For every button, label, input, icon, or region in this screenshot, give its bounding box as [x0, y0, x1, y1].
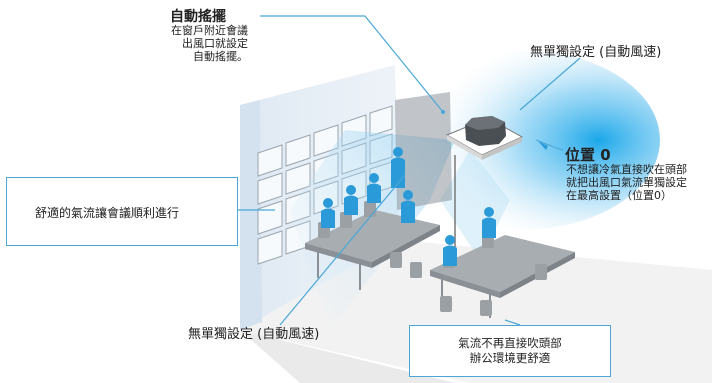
callout-line-bottom-box	[504, 319, 521, 326]
ceiling-cassette-ac-icon	[445, 116, 524, 160]
callout-line-auto-swing	[260, 15, 444, 113]
auto-swing-description: 在窗戶附近會議 出風口就設定 自動搖擺。	[171, 24, 248, 63]
no-single-setting-top-label: 無單獨設定 (自動風速)	[530, 45, 662, 60]
callout-line-no-single-bottom	[279, 174, 406, 326]
comfort-airflow-box: 舒適的氣流讓會議順利進行	[6, 177, 238, 246]
comfort-airflow-text: 舒適的氣流讓會議順利進行	[35, 206, 180, 220]
no-direct-airflow-text: 氣流不再直接吹頭部 辦公環境更舒適	[458, 336, 562, 365]
callout-line-position	[535, 139, 563, 151]
auto-swing-title: 自動搖擺	[170, 9, 226, 25]
no-direct-airflow-box: 氣流不再直接吹頭部 辦公環境更舒適	[409, 325, 611, 377]
position-description: 不想讓冷氣直接吹在頭部 就把出風口氣流單獨設定 在最高設置（位置0）	[566, 163, 687, 202]
callout-line-no-single-top	[519, 57, 581, 111]
floor-shadow	[240, 330, 455, 383]
no-single-setting-bottom-label: 無單獨設定 (自動風速)	[188, 327, 320, 342]
position-title: 位置 0	[565, 146, 611, 164]
person-silhouette-icon	[321, 147, 496, 266]
